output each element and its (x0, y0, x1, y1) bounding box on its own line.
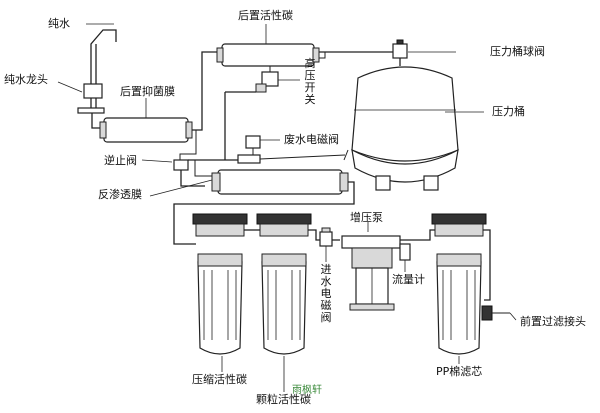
label-inlet-valve: 进水电磁阀 (320, 263, 332, 324)
faucet-shape (77, 29, 117, 129)
tank-ball-valve-shape (392, 39, 408, 66)
post-antibacterial-membrane-shape (99, 117, 193, 143)
label-booster-pump: 增压泵 (350, 211, 383, 224)
label-check-valve: 逆止阀 (104, 154, 137, 167)
label-flow-meter: 流量计 (392, 273, 425, 286)
label-post-antibacterial: 后置抑菌膜 (120, 85, 175, 98)
label-faucet: 纯水龙头 (4, 73, 48, 86)
granular-carbon-housing (261, 253, 307, 355)
booster-pump-shape (341, 235, 401, 311)
inlet-valve-shape (319, 227, 333, 247)
leader-lines (57, 23, 517, 392)
waste-valve-shape (188, 135, 346, 164)
label-granular-carbon: 颗粒活性碳 (256, 393, 311, 406)
label-ro-membrane: 反渗透膜 (98, 188, 142, 201)
high-pressure-switch-shape (224, 66, 279, 160)
check-valve-shape (173, 159, 216, 187)
label-post-carbon: 后置活性碳 (238, 9, 293, 22)
pre-filter-connector-shape (481, 305, 510, 321)
label-pressure-tank: 压力桶 (492, 105, 525, 118)
label-tank-ball-valve: 压力桶球阀 (490, 45, 545, 58)
pressure-tank-shape (343, 66, 459, 191)
label-pre-filter-connector: 前置过滤接头 (520, 315, 586, 328)
flow-meter-shape (399, 243, 411, 261)
ro-membrane-shape (173, 169, 355, 222)
compressed-carbon-housing (197, 253, 243, 355)
filter-heads (173, 213, 491, 301)
watermark-text: 雨枫轩 (292, 385, 322, 396)
label-waste-valve: 废水电磁阀 (284, 133, 339, 146)
pp-filter-housing (436, 253, 482, 355)
label-pp-filter: PP棉滤芯 (436, 365, 483, 378)
label-high-pressure-switch: 高压开关 (304, 57, 316, 106)
post-carbon-filter-shape (216, 43, 320, 67)
label-pure-water: 纯水 (48, 17, 70, 30)
label-compressed-carbon: 压缩活性碳 (192, 373, 247, 386)
